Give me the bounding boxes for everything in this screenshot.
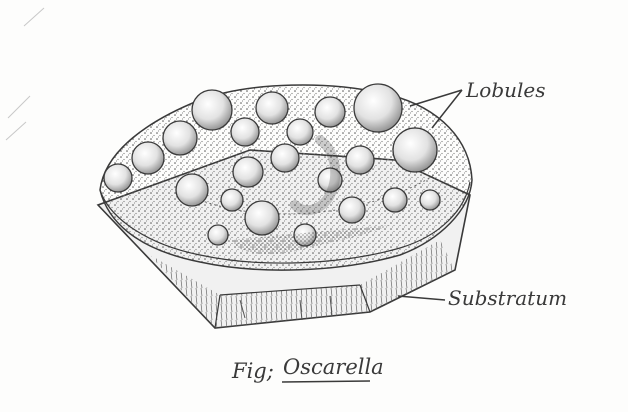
caption-underline: [282, 381, 370, 382]
lobule: [163, 121, 197, 155]
lobule: [271, 144, 299, 172]
figure-caption: Fig; Oscarella: [231, 355, 384, 383]
lobule: [208, 225, 228, 245]
lobule: [346, 146, 374, 174]
lobule: [339, 197, 365, 223]
lobule: [176, 174, 208, 206]
lobule: [315, 97, 345, 127]
lobule: [354, 84, 402, 132]
lobule: [393, 128, 437, 172]
lobule: [231, 118, 259, 146]
lobule: [132, 142, 164, 174]
lobule: [221, 189, 243, 211]
lobule: [256, 92, 288, 124]
lobule: [383, 188, 407, 212]
lobule: [233, 157, 263, 187]
lobule: [245, 201, 279, 235]
lobules-label: Lobules: [465, 78, 546, 102]
paper-margin-marks: [6, 8, 44, 140]
substratum-label-group: Substratum: [398, 286, 567, 310]
lobule: [192, 90, 232, 130]
lobule: [104, 164, 132, 192]
lobule: [287, 119, 313, 145]
caption-prefix: Fig;: [231, 359, 274, 383]
caption-name: Oscarella: [283, 355, 384, 379]
substratum-label: Substratum: [448, 286, 567, 310]
lobule: [420, 190, 440, 210]
